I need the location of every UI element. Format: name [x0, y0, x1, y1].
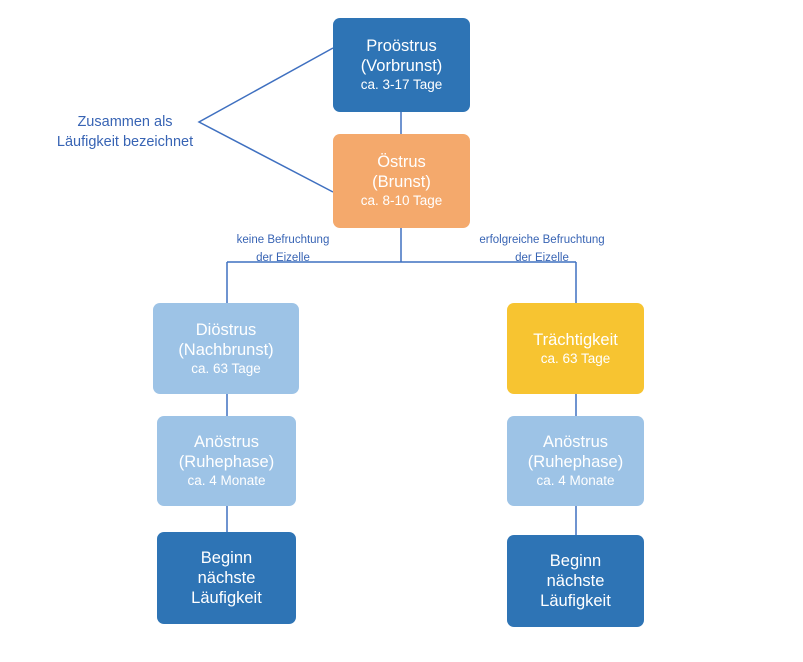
beginn-right-line2: nächste — [546, 572, 605, 590]
label-erfolgreiche-line2: der Eizelle — [515, 252, 569, 264]
bracket-laeufigkeit — [197, 47, 334, 193]
oestrus-subtitle: (Brunst) — [372, 173, 431, 191]
oestrus-duration: ca. 8-10 Tage — [360, 193, 443, 208]
anoestrus-left-title: Anöstrus — [193, 433, 260, 451]
proestrus-duration: ca. 3-17 Tage — [360, 77, 443, 92]
label-erfolgreiche-befruchtung: erfolgreiche Befruchtung der Eizelle — [456, 231, 628, 267]
oestrus-title: Östrus — [377, 153, 426, 171]
box-traechtigkeit: Trächtigkeit ca. 63 Tage — [507, 303, 644, 394]
box-anoestrus-left: Anöstrus (Ruhephase) ca. 4 Monate — [157, 416, 296, 506]
box-beginn-left: Beginn nächste Läufigkeit — [157, 532, 296, 624]
beginn-right-line3: Läufigkeit — [540, 592, 611, 610]
proestrus-title: Proöstrus — [366, 37, 437, 55]
dioestrus-subtitle: (Nachbrunst) — [178, 340, 274, 359]
box-dioestrus: Diöstrus (Nachbrunst) ca. 63 Tage — [153, 303, 299, 394]
label-keine-befruchtung: keine Befruchtung der Eizelle — [213, 231, 353, 267]
anoestrus-left-subtitle: (Ruhephase) — [178, 453, 275, 471]
label-zusammen-line1: Zusammen als — [77, 114, 173, 130]
box-oestrus: Östrus (Brunst) ca. 8-10 Tage — [333, 134, 470, 228]
traechtigkeit-duration: ca. 63 Tage — [540, 350, 611, 366]
dioestrus-title: Diöstrus — [195, 320, 257, 339]
anoestrus-right-duration: ca. 4 Monate — [536, 473, 615, 488]
anoestrus-right-title: Anöstrus — [542, 433, 609, 451]
box-beginn-right: Beginn nächste Läufigkeit — [507, 535, 644, 627]
label-keine-line1: keine Befruchtung — [236, 234, 330, 246]
beginn-right-line1: Beginn — [549, 552, 602, 570]
beginn-left-line1: Beginn — [200, 549, 253, 567]
box-proestrus: Proöstrus (Vorbrunst) ca. 3-17 Tage — [333, 18, 470, 112]
beginn-left-line3: Läufigkeit — [191, 589, 262, 607]
label-zusammen-line2: Läufigkeit bezeichnet — [56, 134, 194, 150]
proestrus-subtitle: (Vorbrunst) — [360, 57, 443, 75]
beginn-left-line2: nächste — [197, 569, 256, 587]
anoestrus-right-subtitle: (Ruhephase) — [527, 453, 624, 471]
dioestrus-duration: ca. 63 Tage — [191, 360, 261, 376]
label-zusammen-laeufigkeit: Zusammen als Läufigkeit bezeichnet — [40, 112, 210, 152]
box-anoestrus-right: Anöstrus (Ruhephase) ca. 4 Monate — [507, 416, 644, 506]
traechtigkeit-title: Trächtigkeit — [533, 330, 618, 349]
label-keine-line2: der Eizelle — [256, 252, 310, 264]
label-erfolgreiche-line1: erfolgreiche Befruchtung — [479, 234, 605, 246]
anoestrus-left-duration: ca. 4 Monate — [187, 473, 266, 488]
